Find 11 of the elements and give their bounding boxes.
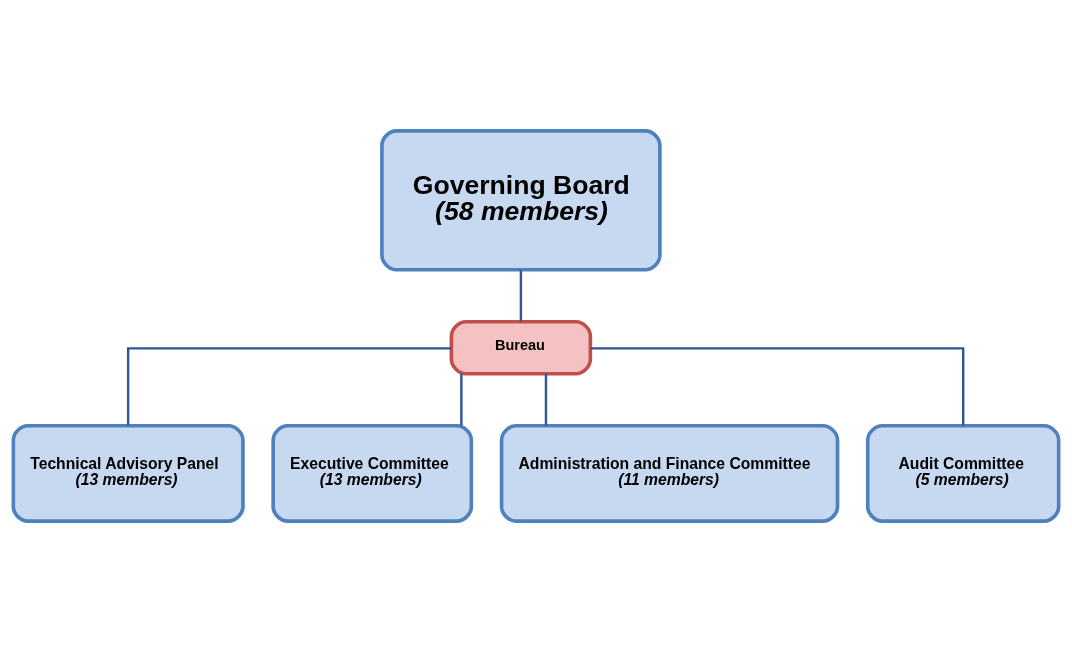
connector <box>519 269 523 321</box>
connector <box>544 373 548 426</box>
node-box: Governing Board (58 members) <box>380 128 662 272</box>
node-box: Bureau <box>449 319 593 376</box>
node-box: Executive Committee (13 members) <box>271 423 474 523</box>
connector <box>590 346 965 425</box>
connector <box>126 346 452 425</box>
node-box: Audit Committee (5 members) <box>865 423 1061 523</box>
node-box: Administration and Finance Committee (11 members) <box>499 423 840 523</box>
connector <box>460 373 463 426</box>
node-box: Technical Advisory Panel (13 members) <box>11 423 245 523</box>
